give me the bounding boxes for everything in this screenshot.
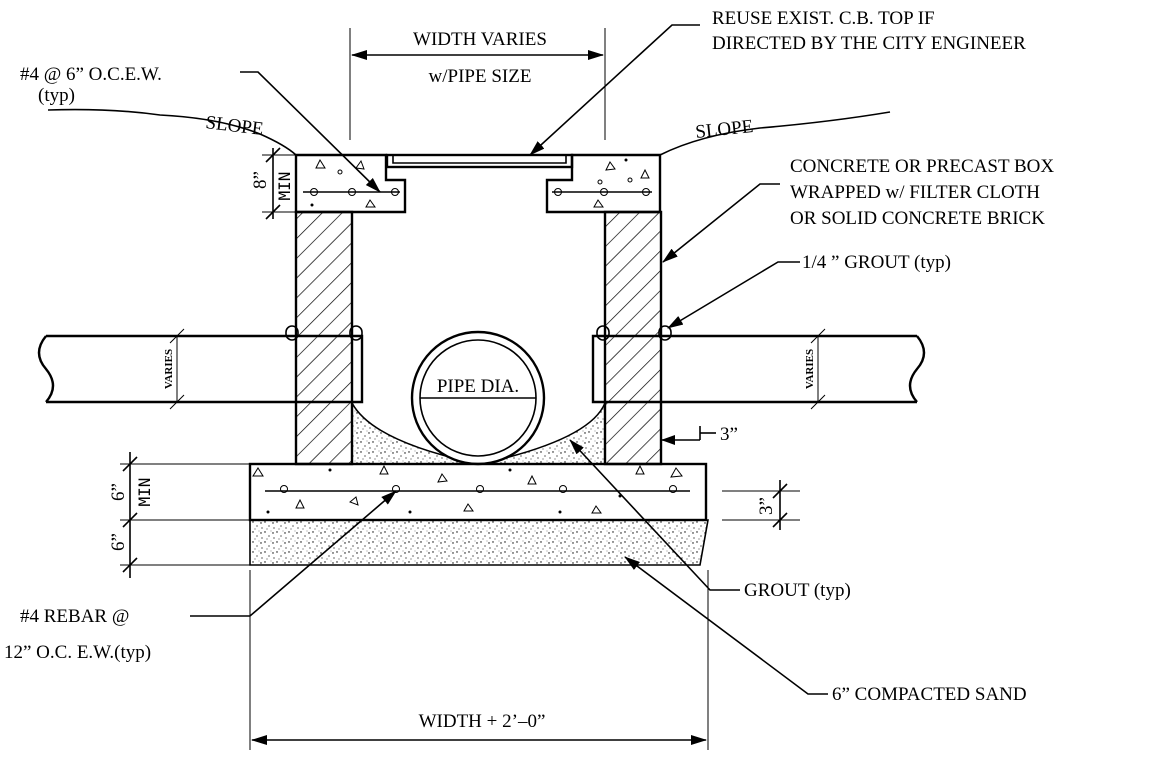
top-slab-rebar	[303, 188, 652, 196]
label-pipe-size: w/PIPE SIZE	[429, 66, 532, 87]
pipe-left-break	[37, 335, 55, 403]
leader-grout-typ	[569, 439, 740, 591]
label-slope-left: SLOPE	[204, 112, 264, 140]
cb-top-grate-inner	[392, 155, 567, 164]
top-slab-right	[545, 153, 662, 214]
varies-right-tick-top	[810, 328, 826, 344]
ground-line-left	[47, 108, 297, 156]
label-reuse-2: DIRECTED BY THE CITY ENGINEER	[712, 33, 1026, 54]
box-wall-right	[603, 210, 663, 466]
label-varies-left: VARIES	[163, 349, 175, 389]
label-width-varies: WIDTH VARIES	[413, 29, 547, 50]
leader-box	[662, 183, 780, 263]
top-slab-aggregate	[310, 158, 650, 208]
label-rebar-base-2: 12” O.C. E.W.(typ)	[4, 642, 151, 663]
varies-left-tick-bot	[169, 394, 185, 410]
grout-beads	[285, 325, 672, 341]
label-rebar-top-2: (typ)	[38, 85, 75, 106]
leader-grout-quarter	[667, 261, 800, 329]
leader-reuse-top	[529, 24, 700, 156]
base-slab-rebar	[265, 485, 690, 493]
label-dim-3-right: 3”	[720, 424, 738, 445]
label-min-base: MIN	[135, 478, 154, 507]
label-reuse-1: REUSE EXIST. C.B. TOP IF	[712, 8, 935, 29]
label-dim-6-lower: 6”	[108, 533, 129, 551]
label-box-3: OR SOLID CONCRETE BRICK	[790, 208, 1045, 229]
leader-sand	[624, 556, 828, 695]
label-varies-right: VARIES	[804, 349, 816, 389]
dim-3-base-ticks	[722, 480, 800, 530]
label-box-1: CONCRETE OR PRECAST BOX	[790, 156, 1054, 177]
label-grout-quarter: 1/4 ” GROUT (typ)	[802, 252, 951, 273]
box-wall-left	[294, 210, 354, 466]
leader-rebar-base	[190, 490, 397, 617]
label-dim-3-base: 3”	[756, 497, 777, 515]
label-rebar-top-1: #4 @ 6” O.C.E.W.	[20, 64, 162, 85]
pipe-right-break	[908, 335, 926, 403]
label-rebar-base-1: #4 REBAR @	[20, 606, 129, 627]
ground-line-right	[659, 111, 891, 156]
label-width-plus: WIDTH + 2’–0”	[419, 711, 546, 732]
label-pipe-dia: PIPE DIA.	[437, 376, 519, 397]
base-slab-aggregate	[252, 464, 683, 514]
label-grout-typ: GROUT (typ)	[744, 580, 851, 601]
varies-right-tick-bot	[810, 394, 826, 410]
leader-rebar-top	[240, 71, 381, 193]
cb-top-grate	[385, 153, 574, 169]
label-slope-right: SLOPE	[694, 116, 754, 143]
sand-layer	[249, 519, 709, 566]
label-box-2: WRAPPED w/ FILTER CLOTH	[790, 182, 1040, 203]
label-min-top: MIN	[275, 172, 294, 201]
dim-base-ticks	[120, 452, 250, 578]
varies-left-tick-top	[169, 328, 185, 344]
label-sand: 6” COMPACTED SAND	[832, 684, 1027, 705]
label-dim-8: 8”	[250, 171, 271, 189]
pipe-right	[591, 334, 917, 404]
label-dim-6-upper: 6”	[108, 483, 129, 501]
dim-3-right-ticks	[661, 426, 716, 445]
dim-8-ticks	[262, 147, 296, 220]
